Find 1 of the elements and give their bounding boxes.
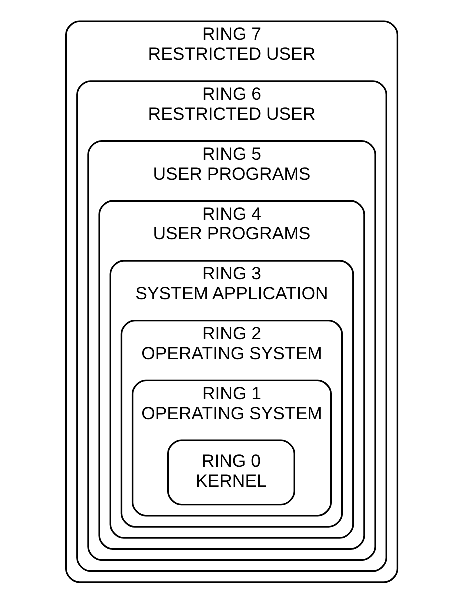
node-box: RING 0 KERNEL	[166, 440, 295, 506]
